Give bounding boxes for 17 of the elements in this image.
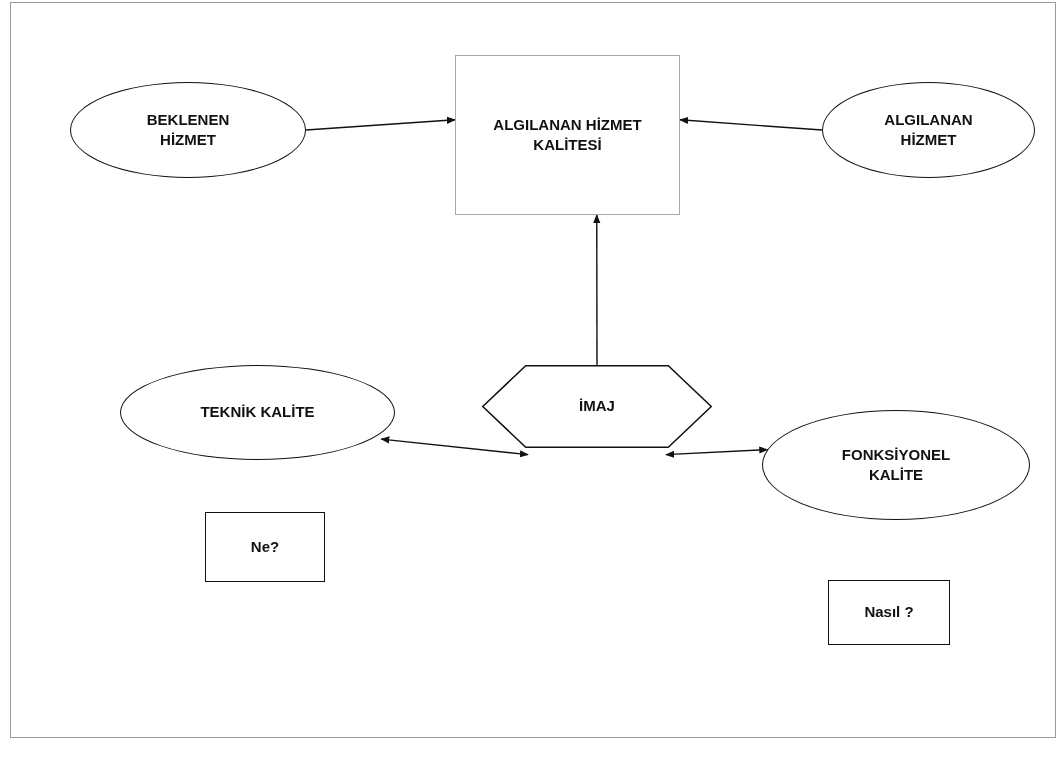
arrow	[679, 116, 823, 131]
arrow	[380, 436, 529, 458]
node-label: Nasıl ?	[864, 602, 914, 623]
process-box	[455, 55, 680, 215]
node-label: ALGILANAN HİZMET	[883, 109, 974, 150]
node-label: Ne?	[250, 536, 280, 557]
node-label: BEKLENEN HİZMET	[145, 109, 231, 150]
node-label: TEKNİK KALİTE	[200, 402, 315, 423]
text-box	[205, 512, 325, 582]
node-label: ALGILANAN HİZMET KALİTESİ	[492, 114, 643, 155]
arrow	[305, 116, 456, 131]
arrow	[593, 214, 601, 366]
text-box	[828, 580, 950, 645]
node-label: İMAJ	[579, 396, 615, 417]
hexagon-node	[482, 365, 712, 448]
arrow	[665, 446, 769, 458]
node-label: FONKSİYONEL KALİTE	[840, 444, 952, 485]
